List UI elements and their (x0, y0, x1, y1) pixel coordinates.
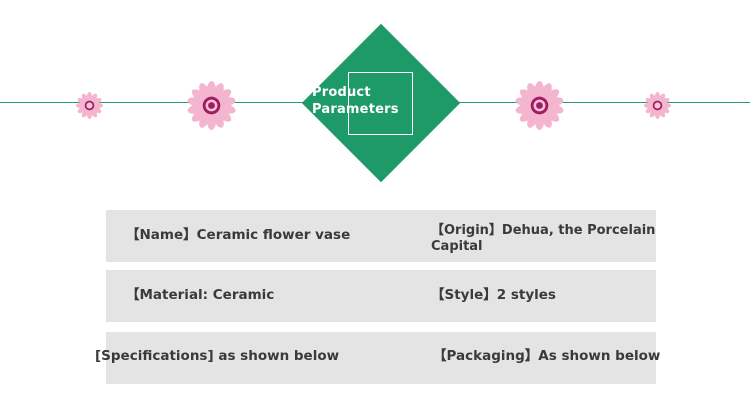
param-row-3 (106, 332, 656, 384)
param-style: 【Style】2 styles (431, 287, 556, 303)
flower-icon-small-right (643, 91, 672, 120)
title-frame (348, 72, 413, 135)
param-row-1 (106, 210, 656, 262)
param-name: 【Name】Ceramic flower vase (126, 227, 351, 243)
section-title: Product Parameters (312, 84, 399, 118)
flower-icon-large-right (515, 80, 564, 131)
flower-icon-small-left (75, 91, 104, 120)
param-material: 【Material: Ceramic (126, 287, 275, 303)
title-line-1: Product (312, 85, 371, 100)
param-specifications: [Specifications] as shown below (95, 348, 340, 364)
param-origin-line-2: Capital (431, 239, 483, 254)
param-row-2 (106, 270, 656, 322)
param-packaging: 【Packaging】As shown below (433, 348, 661, 364)
param-origin-line-1: 【Origin】Dehua, the Porcelain (431, 223, 656, 238)
param-origin: 【Origin】Dehua, the Porcelain Capital (431, 223, 655, 255)
title-line-2: Parameters (312, 102, 399, 117)
petals (515, 80, 564, 131)
flower-icon-large-left (187, 80, 236, 131)
